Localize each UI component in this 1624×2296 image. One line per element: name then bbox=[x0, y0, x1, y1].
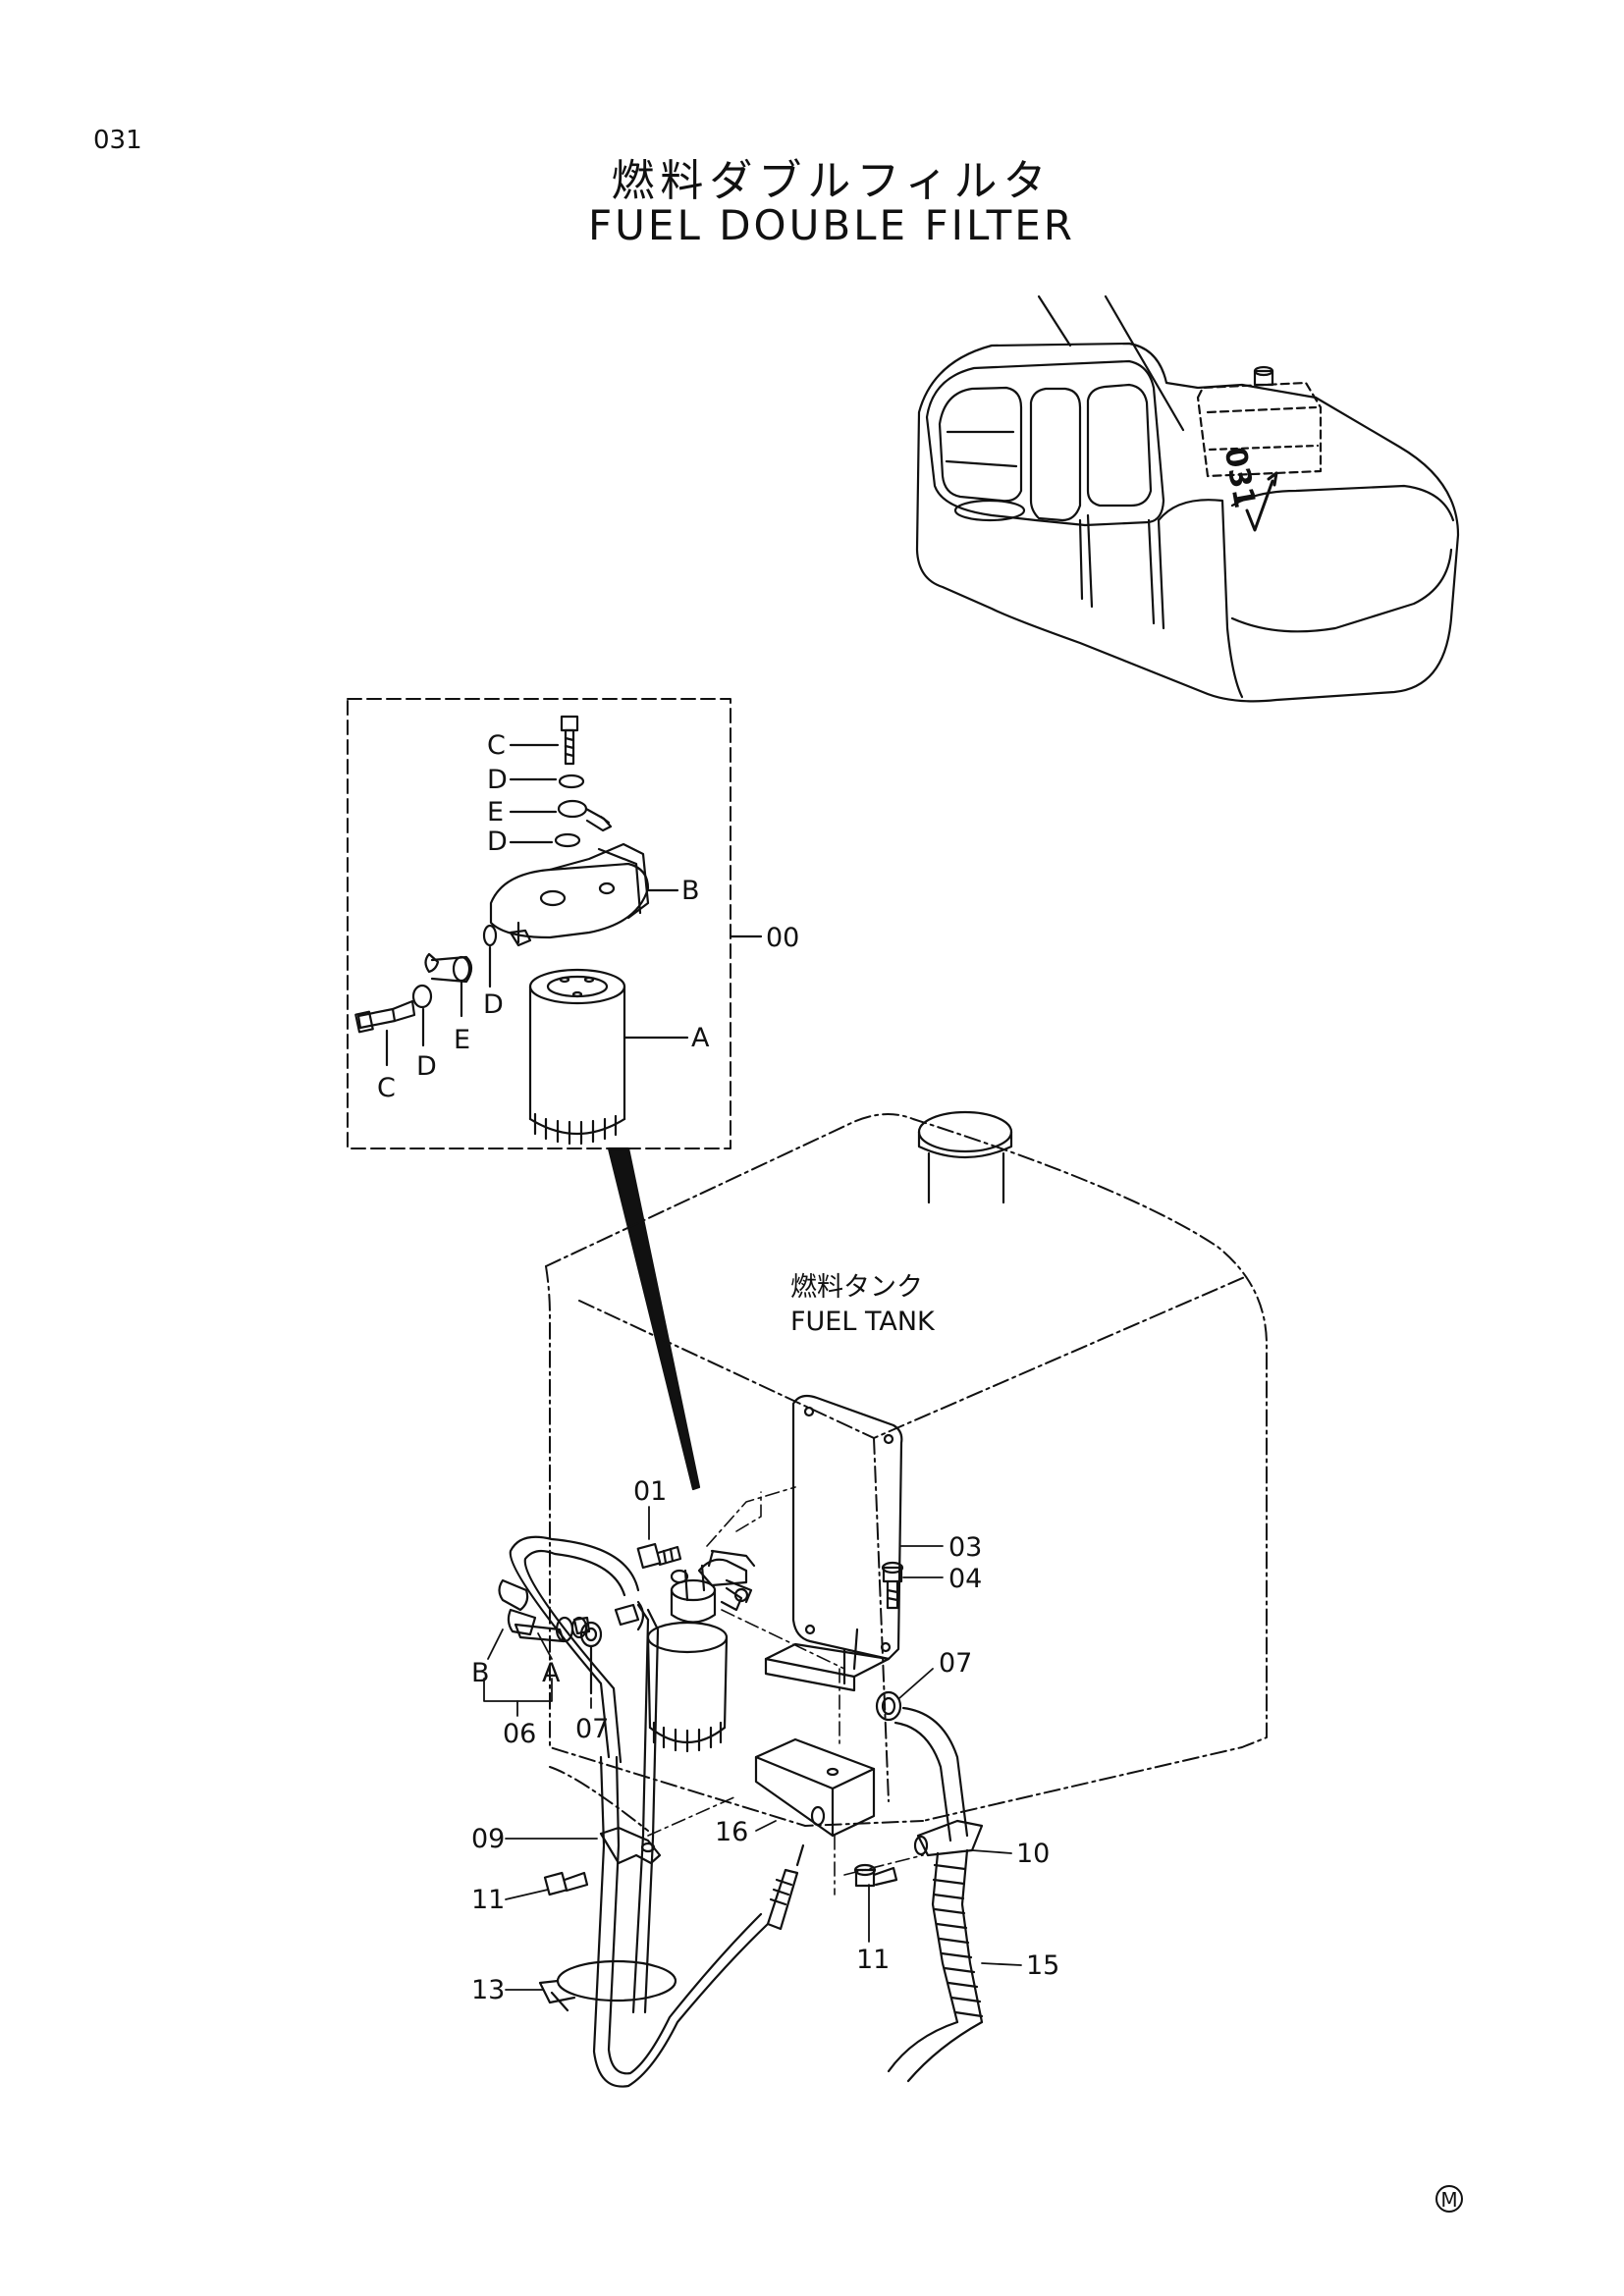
callout-D-top: D bbox=[487, 765, 508, 795]
callout-07-left: 07 bbox=[575, 1714, 609, 1744]
fuel-hose-left bbox=[592, 1603, 805, 2088]
excavator-overview: 031 bbox=[915, 294, 1460, 703]
filter-assembly bbox=[646, 1549, 756, 1753]
washer-top bbox=[558, 774, 585, 789]
bolt-04 bbox=[881, 1561, 904, 1610]
title-japanese: 燃料ダブルフィルタ bbox=[611, 156, 1053, 206]
callout-00-assembly: 00 bbox=[766, 923, 799, 953]
callout-A-main: A bbox=[542, 1658, 561, 1688]
title-english: FUEL DOUBLE FILTER bbox=[588, 201, 1075, 249]
callout-C-top: C bbox=[487, 730, 506, 761]
callout-07-right: 07 bbox=[939, 1648, 972, 1679]
callout-01: 01 bbox=[633, 1476, 667, 1507]
bolt-11-left bbox=[543, 1871, 589, 1896]
clamp-07-left bbox=[579, 1621, 603, 1695]
callout-11-left: 11 bbox=[471, 1885, 505, 1915]
callout-15: 15 bbox=[1026, 1950, 1059, 1981]
strap-13 bbox=[538, 1959, 677, 2012]
callout-16: 16 bbox=[715, 1817, 748, 1847]
detail-box bbox=[347, 698, 763, 1491]
corner-mark-letter: M bbox=[1440, 2188, 1457, 2212]
fuel-tank-label-japanese: 燃料タンク bbox=[790, 1272, 923, 1303]
bolt-top bbox=[560, 715, 579, 766]
callout-B-main: B bbox=[471, 1658, 490, 1688]
left-fittings bbox=[354, 924, 498, 1034]
page-number: 031 bbox=[93, 126, 142, 155]
overview-page-ref: 031 bbox=[1218, 445, 1262, 511]
callout-13: 13 bbox=[471, 1975, 505, 2005]
callout-D-second: D bbox=[487, 827, 508, 857]
corner-mark: M bbox=[1435, 2185, 1463, 2213]
eye-joint-top bbox=[557, 799, 613, 832]
callout-B-detail: B bbox=[681, 876, 700, 906]
callout-06: 06 bbox=[503, 1719, 536, 1749]
filter-cartridge bbox=[528, 968, 626, 1146]
bolt-left bbox=[354, 999, 416, 1034]
mounting-plate bbox=[764, 1394, 903, 1692]
block-16 bbox=[754, 1737, 876, 1838]
clamp-07-right bbox=[875, 1690, 902, 1722]
callout-04: 04 bbox=[948, 1564, 982, 1594]
callout-E-top: E bbox=[487, 797, 504, 828]
callout-03: 03 bbox=[948, 1532, 982, 1563]
filter-head-bracket bbox=[489, 842, 650, 947]
callout-09: 09 bbox=[471, 1824, 505, 1854]
fuel-tank-label-english: FUEL TANK bbox=[790, 1307, 936, 1337]
bolt-01 bbox=[636, 1542, 682, 1570]
assembly-lines bbox=[647, 1486, 924, 1896]
callout-A-detail: A bbox=[691, 1023, 710, 1053]
callout-E-left: E bbox=[454, 1025, 470, 1055]
callout-10: 10 bbox=[1016, 1839, 1050, 1869]
hose-fittings-06 bbox=[498, 1535, 645, 1764]
callout-D-lower: D bbox=[416, 1051, 437, 1082]
fuel-tank bbox=[545, 1113, 1268, 1832]
callout-D-left: D bbox=[483, 989, 504, 1020]
fuel-tank-cap bbox=[917, 1110, 1013, 1204]
washer-lower bbox=[554, 832, 581, 848]
bolt-11-right bbox=[853, 1863, 898, 1888]
leader-lines bbox=[483, 1506, 1022, 1991]
fuel-hose-right bbox=[887, 1706, 984, 2083]
callout-C-left: C bbox=[377, 1073, 396, 1103]
clamp-09 bbox=[599, 1826, 662, 1865]
callout-11-right: 11 bbox=[856, 1945, 890, 1975]
